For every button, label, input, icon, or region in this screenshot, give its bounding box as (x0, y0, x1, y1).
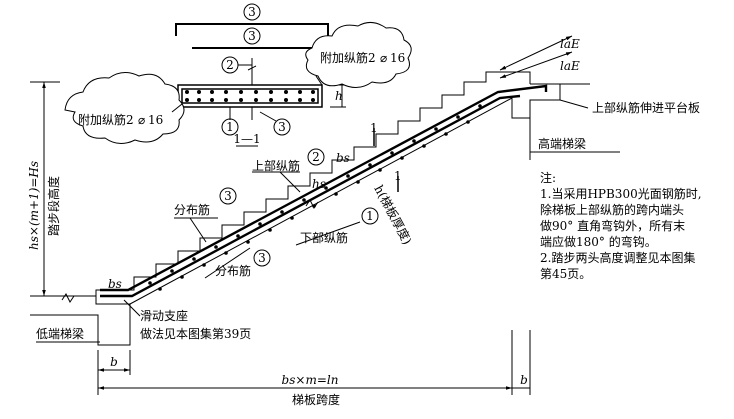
note-line: 端应做180° 的弯钩。 (540, 234, 657, 249)
cloud-extra-bars-top: 附加纵筋2 ⌀ 16 (305, 22, 412, 88)
svg-text:b: b (520, 373, 528, 387)
span-label: 梯板跨度 (292, 392, 340, 407)
bar-grade-symbol-top: ⌀ (380, 51, 387, 65)
svg-text:laE: laE (560, 59, 580, 73)
reinforcement-bars (100, 84, 548, 298)
dist-bar-label-2: 分布筋 (215, 263, 251, 278)
svg-text:bs: bs (108, 277, 122, 291)
svg-text:16: 16 (148, 113, 163, 127)
svg-text:3: 3 (248, 5, 256, 19)
svg-text:1: 1 (370, 121, 378, 135)
svg-text:b: b (110, 355, 118, 369)
cloud-extra-bars-left: 附加纵筋2 ⌀ 16 (64, 72, 185, 144)
bar-grade-symbol-left: ⌀ (138, 113, 145, 127)
notes: 注: 1.当采用HPB300光面钢筋时, 除梯板上部纵筋的跨内端头 做90° 直… (540, 170, 702, 281)
hs-formula: hs×(m+1)=Hs (27, 161, 41, 250)
svg-text:laE: laE (560, 37, 580, 51)
svg-text:h: h (335, 89, 343, 103)
svg-text:3: 3 (224, 189, 232, 203)
svg-text:bs: bs (336, 151, 350, 165)
sliding-support-label: 滑动支座 (140, 308, 188, 323)
top-bar-shape: 3 3 (175, 3, 329, 49)
section-title: 1—1 (233, 132, 260, 146)
dist-bar-label-1: 分布筋 (174, 202, 210, 217)
svg-text:1: 1 (394, 169, 402, 183)
sliding-support-ref: 做法见本图集第39页 (140, 326, 251, 341)
flight-height-label: 踏步段高度 (46, 176, 61, 236)
break-marks (61, 199, 319, 303)
lower-bar-label: 下部纵筋 (300, 230, 348, 245)
extra-bars-left-label: 附加纵筋2 (78, 112, 134, 127)
svg-text:3: 3 (258, 251, 266, 265)
svg-text:1: 1 (366, 209, 374, 223)
svg-text:1: 1 (226, 120, 234, 134)
vertical-dimension: hs×(m+1)=Hs 踏步段高度 (27, 81, 61, 296)
stair-labels: 上部纵筋 2 分布筋 3 分布筋 3 下部纵筋 1 h(梯板厚度) hs bs … (108, 148, 415, 291)
high-end-beam-label: 高端梯梁 (538, 136, 586, 151)
bottom-dimensions: b bs×m=ln b 梯板跨度 (97, 330, 531, 407)
upper-bar-label: 上部纵筋 (252, 158, 300, 173)
stair-profile (30, 71, 590, 346)
note-line: 做90° 直角弯钩外，所有末 (540, 218, 685, 233)
upper-bar-extends-label: 上部纵筋伸进平台板 (592, 100, 700, 115)
note-line: 除梯板上部纵筋的跨内端头 (540, 202, 684, 217)
bs-formula: bs×m=ln (282, 373, 339, 387)
cross-section-1-1: 2 1 3 1—1 h (177, 56, 346, 147)
svg-text:2: 2 (312, 150, 320, 164)
svg-text:16: 16 (390, 51, 405, 65)
notes-title: 注: (540, 170, 556, 185)
svg-text:2: 2 (226, 58, 234, 72)
note-line: 1.当采用HPB300光面钢筋时, (540, 186, 702, 201)
section-cut-marks: 1 1 (370, 121, 402, 192)
note-line: 第45页。 (540, 267, 591, 281)
low-end-beam-label: 低端梯梁 (36, 326, 84, 341)
extra-bars-top-label: 附加纵筋2 (320, 50, 376, 65)
svg-text:3: 3 (248, 29, 256, 43)
note-line: 2.踏步两头高度调整见本图集 (540, 250, 695, 265)
right-labels: laE laE 上部纵筋伸进平台板 高端梯梁 (499, 35, 700, 153)
distribution-bar-dots (148, 104, 482, 291)
low-end-labels: 滑动支座 做法见本图集第39页 低端梯梁 (36, 299, 251, 343)
svg-text:3: 3 (278, 120, 286, 134)
svg-text:hs: hs (312, 177, 326, 191)
